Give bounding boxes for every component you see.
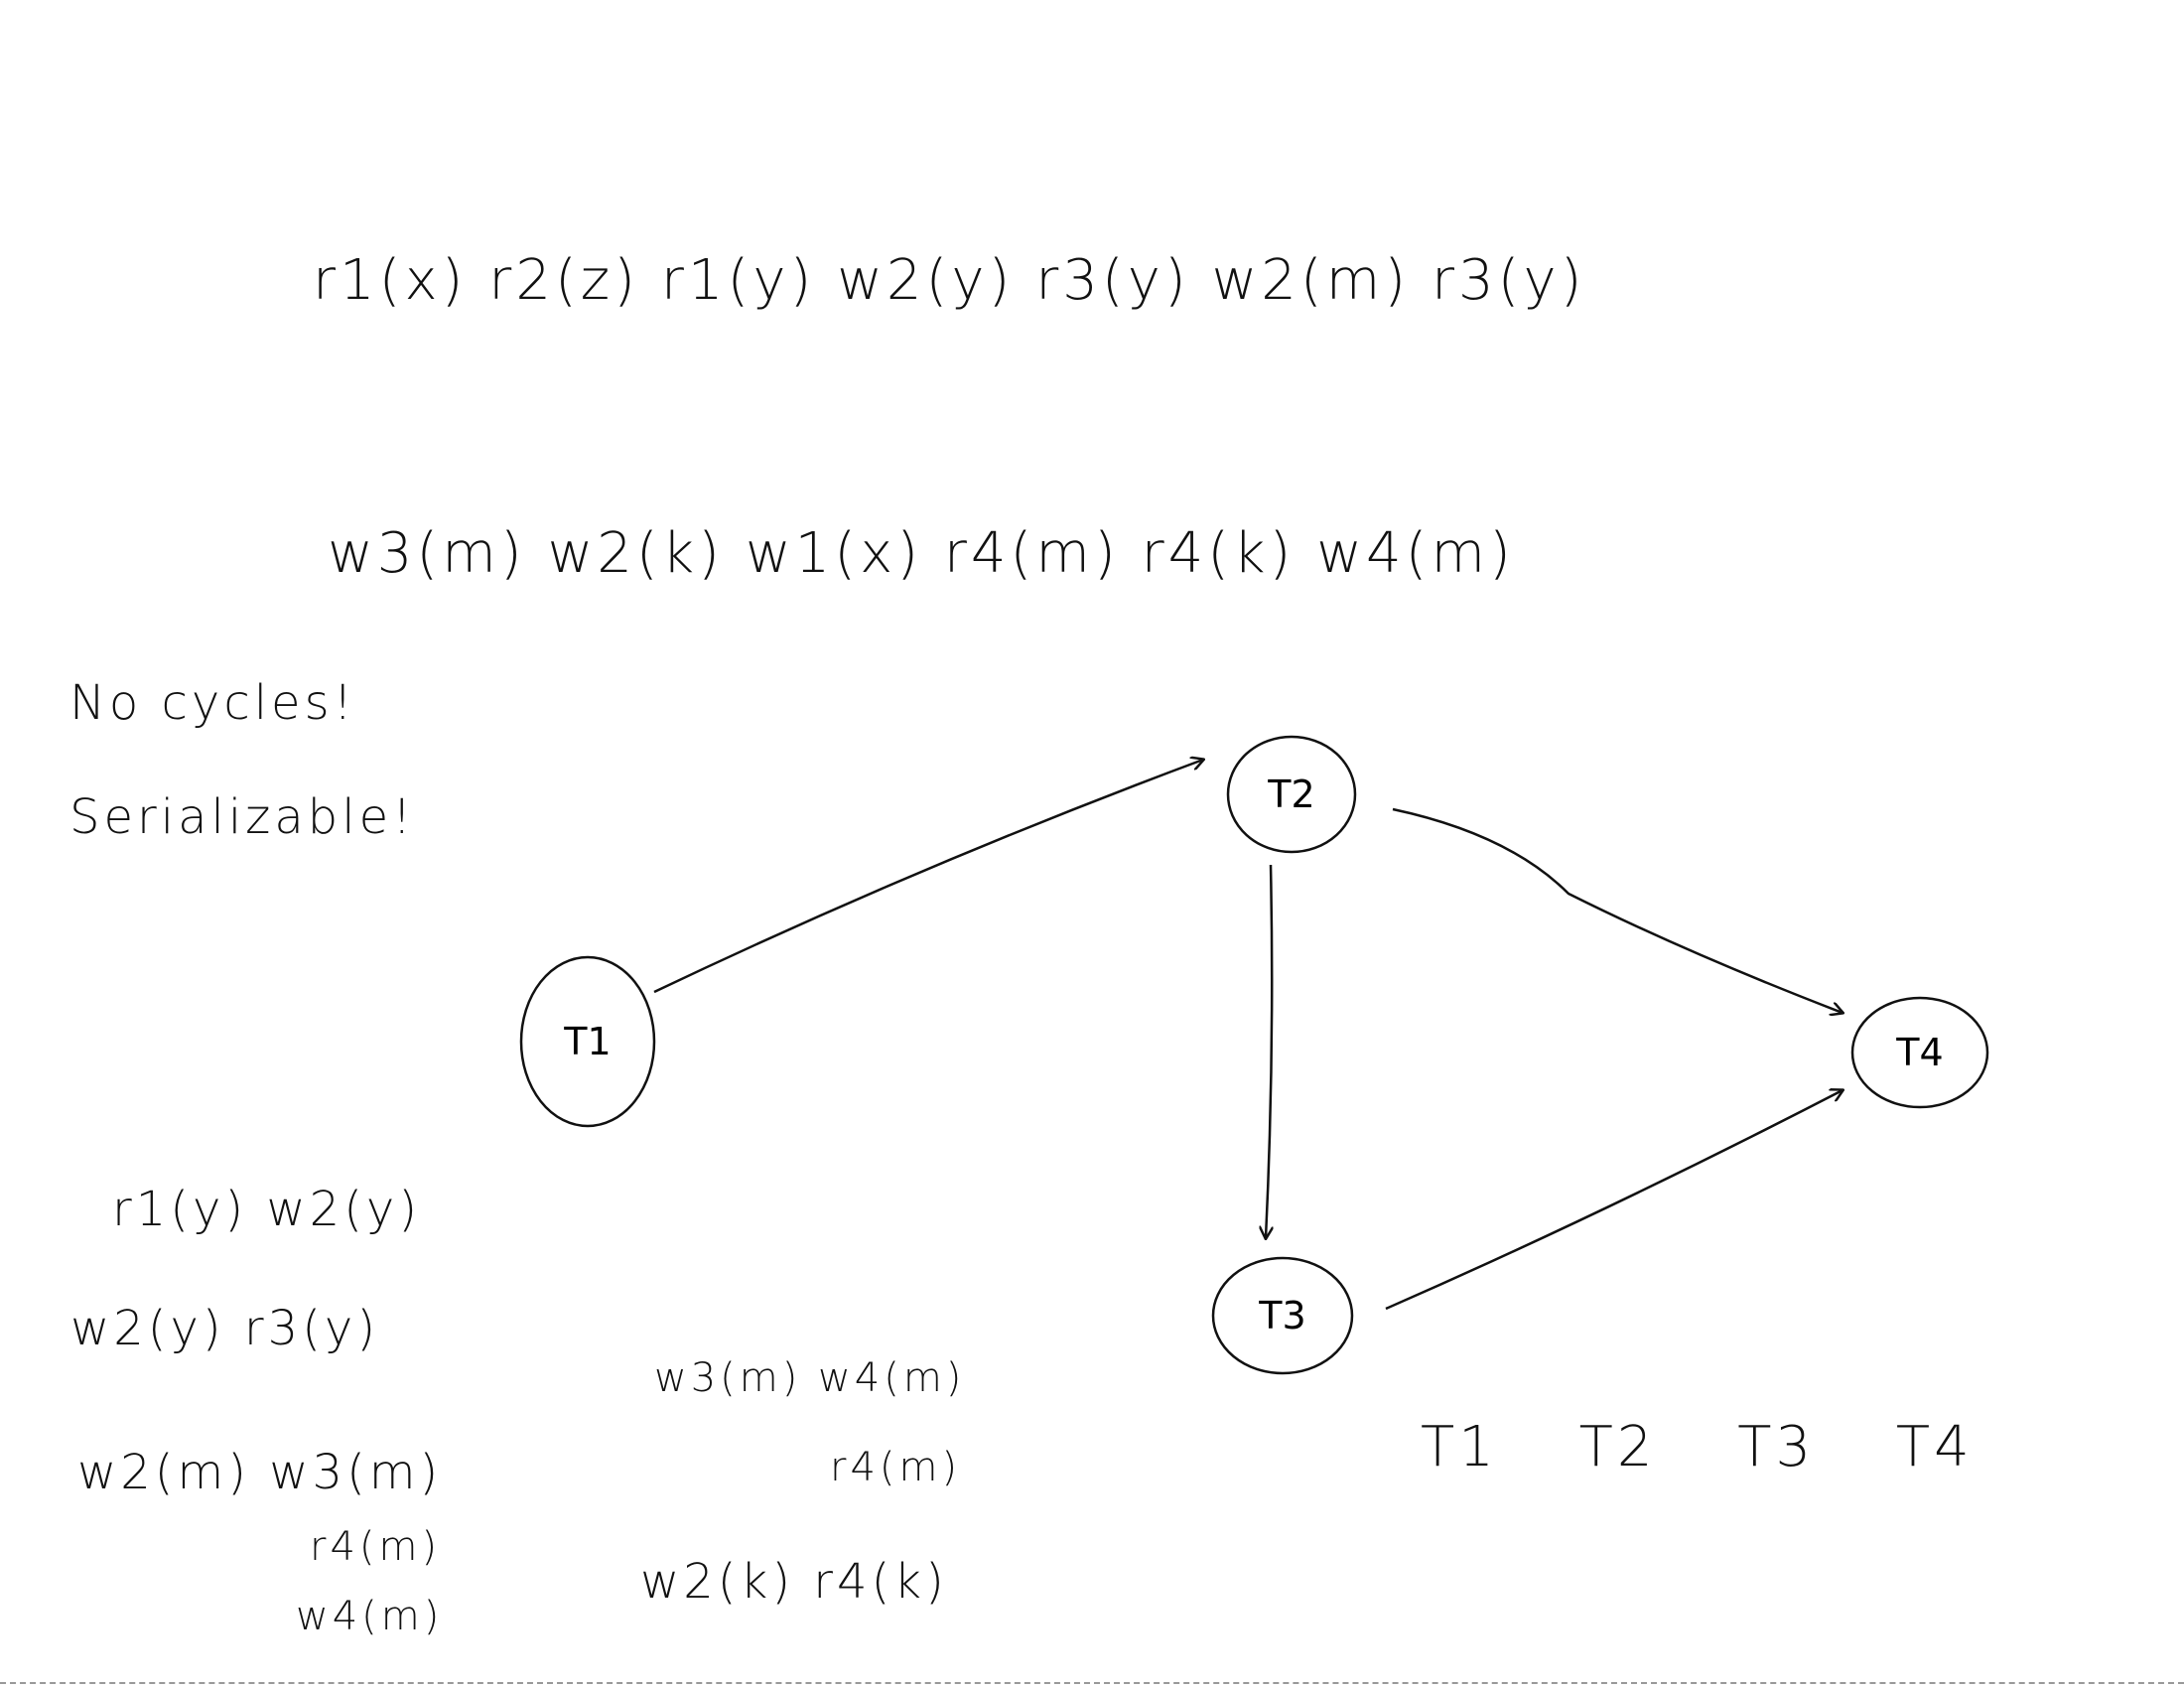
edge-t2-t3: [1266, 864, 1272, 1238]
conflict-left-1: r1(y) w2(y): [112, 1182, 422, 1237]
conflict-left-3: w2(m) w3(m): [77, 1445, 443, 1500]
schedule-line-2: w3(m) w2(k) w1(x) r4(m) r4(k) w4(m): [328, 521, 1515, 586]
page-edge-line: [0, 1682, 2184, 1684]
node-t2: T2: [1226, 735, 1357, 854]
edge-t3-t4: [1385, 1090, 1843, 1311]
note-serializable: Serializable!: [69, 789, 416, 845]
edge-t2-t4: [1392, 807, 1843, 1013]
node-label: T4: [1895, 1031, 1943, 1074]
serial-order: T1 T2 T3 T4: [1421, 1415, 1974, 1479]
node-t1: T1: [519, 955, 656, 1128]
conflict-mid-3: w2(k) r4(k): [640, 1554, 948, 1610]
note-no-cycles: No cycles!: [69, 675, 356, 731]
conflict-mid-2: r4(m): [830, 1445, 962, 1490]
node-t3: T3: [1211, 1256, 1354, 1375]
schedule-line-1: r1(x) r2(z) r1(y) w2(y) r3(y) w2(m) r3(y…: [313, 248, 1586, 313]
conflict-left-4: r4(m): [310, 1524, 442, 1570]
node-t4: T4: [1850, 996, 1989, 1109]
node-label: T2: [1267, 773, 1314, 816]
edge-t1-t2: [653, 760, 1203, 994]
node-label: T1: [563, 1020, 611, 1063]
conflict-left-5: w4(m): [296, 1594, 444, 1639]
node-label: T3: [1258, 1294, 1305, 1337]
conflict-left-2: w2(y) r3(y): [70, 1301, 380, 1356]
conflict-mid-1: w3(m) w4(m): [654, 1355, 966, 1401]
